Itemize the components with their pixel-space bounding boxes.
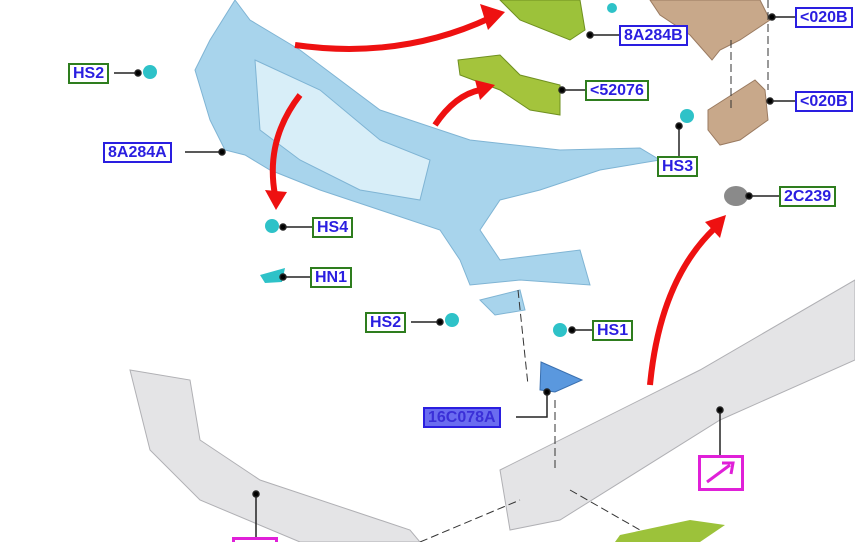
callout-2c239[interactable]: 2C239 (779, 186, 837, 207)
fastener-hs4 (265, 219, 279, 233)
callout-hs3[interactable]: HS3 (657, 156, 699, 177)
callout-hs2-top[interactable]: HS2 (68, 63, 110, 84)
fastener-hs2-top (143, 65, 157, 79)
fastener-hn1 (260, 268, 285, 283)
bracket-020b-mid (707, 79, 769, 146)
bracket-52076 (457, 54, 561, 116)
callout-hn1[interactable]: HN1 (310, 267, 353, 288)
frame-rail-right (499, 279, 855, 531)
bracket-020b-top (649, 0, 771, 61)
bumper-2c239 (724, 186, 748, 206)
callout-8a284b[interactable]: 8A284B (619, 25, 688, 46)
bracket-16c078a (539, 361, 584, 393)
callout-hs2-mid[interactable]: HS2 (365, 312, 407, 333)
fastener-hs2-mid (445, 313, 459, 327)
callout-16c078a[interactable]: 16C078A (423, 407, 501, 428)
fastener-top (607, 3, 617, 13)
link-arrow-icon[interactable] (698, 455, 744, 491)
callout-020b-mid[interactable]: <020B (795, 91, 853, 112)
fastener-hs1 (553, 323, 567, 337)
green-part-bottom (615, 520, 725, 542)
callout-020b-top[interactable]: <020B (795, 7, 853, 28)
fastener-hs3 (680, 109, 694, 123)
frame-rail-left (129, 369, 421, 542)
flow-arrows (269, 15, 718, 386)
link-arrow-icon-bottom[interactable] (232, 537, 278, 542)
bracket-8a284b (499, 0, 586, 41)
radiator-support (194, 0, 662, 316)
callout-hs4[interactable]: HS4 (312, 217, 354, 238)
callout-52076[interactable]: <52076 (585, 80, 649, 101)
callout-8a284a[interactable]: 8A284A (103, 142, 172, 163)
callout-hs1[interactable]: HS1 (592, 320, 634, 341)
link-arrow-glyph (706, 461, 735, 484)
